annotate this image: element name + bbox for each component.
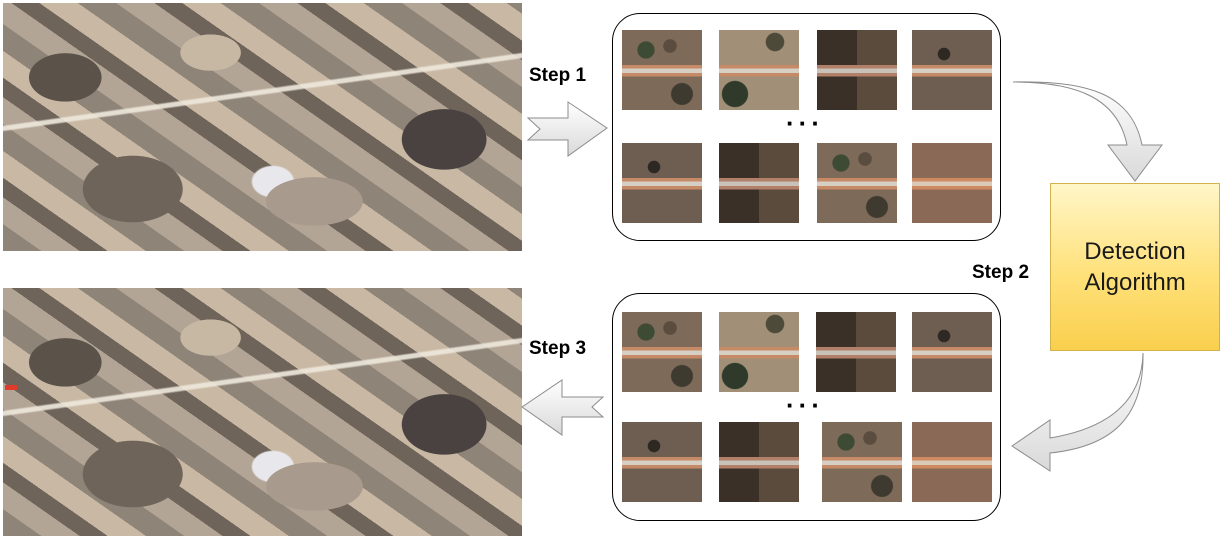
tile [622,422,702,502]
tile [912,422,992,502]
step3-label: Step 3 [529,338,587,359]
curved-arrow-to-algorithm-icon [1012,81,1163,182]
step1-label: Step 1 [529,65,587,86]
step3-arrow-icon [521,379,605,436]
tile [912,30,992,110]
algorithm-label-line2: Algorithm [1084,269,1186,296]
algorithm-label-line1: Detection [1084,238,1186,265]
output-satellite-image [3,288,522,536]
tile [719,30,799,110]
ellipsis: ··· [786,108,824,138]
input-tiles-panel: ··· [612,13,1001,241]
tile [719,422,799,502]
tile [622,143,702,223]
detection-marker [5,385,17,390]
tile [817,30,897,110]
ellipsis: ··· [786,390,824,420]
tile [817,143,897,223]
tile [622,312,702,392]
tile [622,30,702,110]
detection-algorithm-box: Detection Algorithm [1050,183,1220,351]
tile [816,312,896,392]
curved-arrow-from-algorithm-icon [1011,352,1144,472]
step2-label: Step 2 [972,262,1030,283]
tile [912,143,992,223]
tile [912,312,992,392]
step1-arrow-icon [526,101,608,157]
tile [822,422,902,502]
tile [719,312,799,392]
output-tiles-panel: ··· [612,293,1001,521]
tile [719,143,799,223]
input-satellite-image [3,3,522,251]
